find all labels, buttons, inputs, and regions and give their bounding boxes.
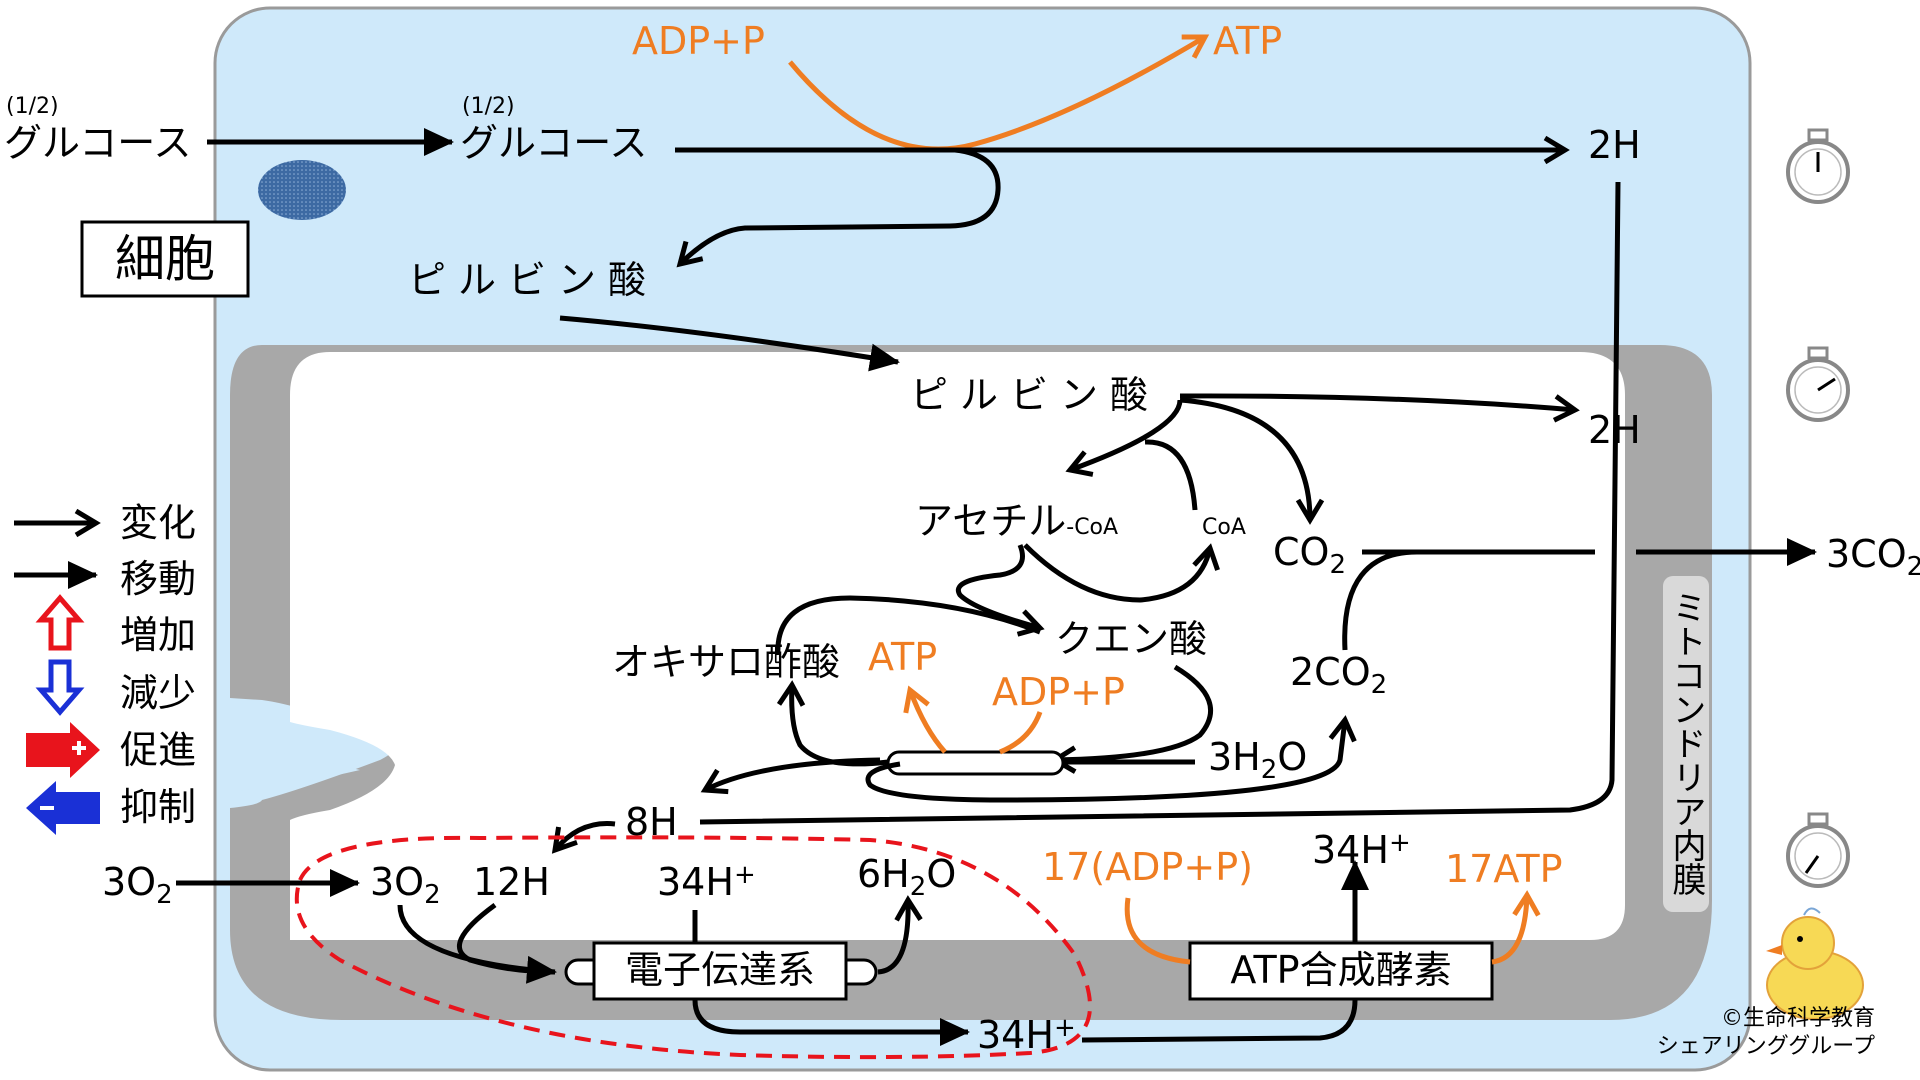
tca-cylinder bbox=[886, 750, 1065, 776]
credit-line1: ©生命科学教育 bbox=[1721, 1006, 1875, 1031]
arrow-acetyl-coa bbox=[1023, 543, 1220, 603]
stopwatch-icon bbox=[1786, 812, 1850, 888]
h34-right-label: 34H+ bbox=[1312, 828, 1411, 872]
legend-label: 変化 bbox=[120, 501, 196, 545]
membrane-label: ミトコンドリア内膜 bbox=[1666, 590, 1706, 896]
h2o6-label: 6H2O bbox=[857, 852, 956, 902]
glucose-outside: グルコース bbox=[4, 121, 191, 165]
cell-title: 細胞 bbox=[115, 230, 215, 288]
cyto-pyruvate: ピルビン酸 bbox=[408, 258, 658, 302]
arrow-2h-down bbox=[699, 181, 1621, 825]
co2-label: CO2 bbox=[1273, 530, 1346, 580]
promote-arrow-icon bbox=[26, 722, 100, 778]
co2-out-label: 3CO2 bbox=[1826, 532, 1920, 582]
mito-pyruvate: ピルビン酸 bbox=[910, 373, 1160, 417]
arrow-cycle-8h bbox=[700, 757, 881, 795]
arrow-pyruvate-transport bbox=[559, 315, 900, 372]
plus-icon bbox=[72, 741, 86, 755]
acetyl-label: アセチル-CoA bbox=[915, 499, 1118, 543]
inhibit-arrow-icon bbox=[26, 781, 100, 835]
mitochondria-matrix bbox=[290, 352, 1625, 940]
atp-synthase-box bbox=[1188, 941, 1494, 1001]
legend-label: 抑制 bbox=[120, 785, 196, 829]
duck-icon bbox=[1766, 907, 1864, 1020]
coa-label: CoA bbox=[1202, 515, 1246, 540]
glucose-outside-frac: (1/2) bbox=[6, 94, 59, 119]
membrane-label-box bbox=[1663, 576, 1709, 912]
arrow-adp17 bbox=[1124, 897, 1191, 965]
citric-label: クエン酸 bbox=[1055, 617, 1207, 661]
arrow-glycolysis-atp bbox=[788, 34, 1210, 152]
h12-label: 12H bbox=[473, 860, 550, 904]
oxalo-label: オキサロ酢酸 bbox=[612, 640, 840, 684]
arrow-glucose-pyruvate bbox=[676, 147, 1001, 268]
legend-label: 促進 bbox=[120, 728, 196, 772]
arrow-citric-cycle bbox=[1050, 664, 1213, 774]
o2-out-label: 3O2 bbox=[102, 860, 173, 910]
stopwatch-icon bbox=[1786, 346, 1850, 422]
down-arrow-icon bbox=[35, 659, 85, 716]
o2-in-label: 3O2 bbox=[370, 860, 441, 910]
arrow-12h-etc bbox=[457, 902, 556, 975]
glucose-inside: グルコース bbox=[460, 121, 647, 165]
arrow-oxalo-citric bbox=[775, 595, 1041, 656]
arrow-h34-synthase bbox=[1081, 999, 1358, 1043]
credit-line2: シェアリンググループ bbox=[1657, 1034, 1875, 1059]
arrow-cycle-oxalo bbox=[776, 680, 889, 767]
arrow-etc-h2o bbox=[877, 895, 923, 975]
stopwatch-icon bbox=[1786, 128, 1850, 204]
arrow-coa-join bbox=[1144, 439, 1198, 511]
cell-title-box bbox=[80, 220, 250, 298]
tca-adp: ADP+P bbox=[992, 670, 1125, 714]
tca-atp: ATP bbox=[868, 635, 937, 679]
h2o-3-label: 3H2O bbox=[1208, 735, 1307, 785]
co2-2-label: 2CO2 bbox=[1290, 650, 1387, 700]
membrane-notch bbox=[230, 745, 360, 792]
arrow-pyruvate-2h bbox=[1179, 393, 1580, 423]
cyto-2h: 2H bbox=[1588, 123, 1641, 167]
atp17-label: 17ATP bbox=[1445, 847, 1563, 891]
arrow-pyruvate-co2 bbox=[1179, 397, 1325, 525]
legend-label: 増加 bbox=[120, 613, 196, 657]
arrow-tca-adp bbox=[999, 711, 1043, 755]
legend-label: 移動 bbox=[120, 557, 196, 601]
etc-region-outline bbox=[294, 835, 1092, 1060]
glycolysis-adp: ADP+P bbox=[632, 19, 765, 63]
legend: 変化 移動 増加 減少 促進 抑制 bbox=[14, 501, 196, 835]
arrow-cycle-2co2 bbox=[865, 715, 1357, 803]
arrow-acetyl-citric bbox=[955, 544, 1045, 637]
legend-label: 減少 bbox=[120, 671, 196, 715]
nucleus-icon bbox=[258, 160, 346, 220]
adp17-label: 17(ADP+P) bbox=[1042, 845, 1253, 889]
h34-top-label: 34H+ bbox=[657, 860, 756, 904]
h34-bottom-label: 34H+ bbox=[977, 1013, 1076, 1057]
up-arrow-icon bbox=[35, 594, 85, 651]
arrow-etc-h34 bbox=[692, 999, 970, 1046]
atp-synthase-label: ATP合成酵素 bbox=[1230, 948, 1451, 992]
arrow-tca-atp bbox=[903, 685, 947, 754]
glucose-inside-frac: (1/2) bbox=[462, 94, 515, 119]
arrow-atp17 bbox=[1491, 890, 1541, 965]
arrow-8h-12h bbox=[551, 821, 616, 854]
etc-label: 電子伝達系 bbox=[625, 948, 815, 992]
etc-box bbox=[592, 941, 848, 1001]
arrow-pyruvate-acetyl bbox=[1065, 399, 1183, 477]
glycolysis-atp: ATP bbox=[1213, 19, 1282, 63]
